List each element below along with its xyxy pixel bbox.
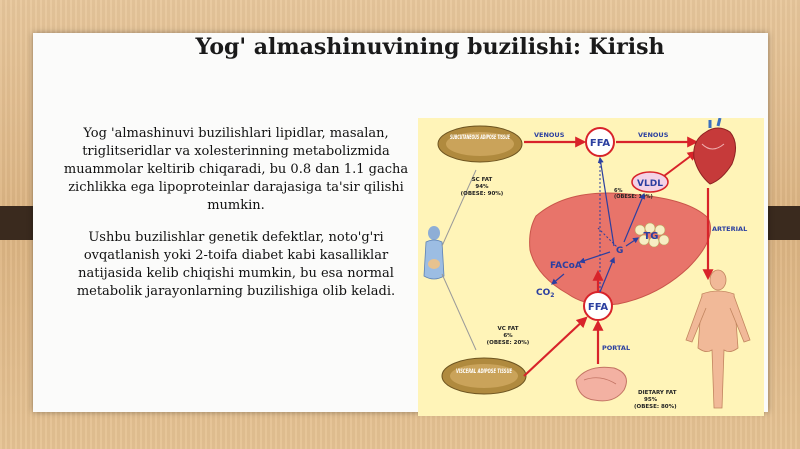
svg-text:FFA: FFA (590, 138, 611, 149)
body-text: Yog 'almashinuvi buzilishlari lipidlar, … (55, 125, 417, 315)
g-to-facoa-arrow (578, 251, 611, 264)
vldl-to-heart-arrow (663, 150, 698, 177)
dietary-fat-obese: (OBESE: 80%) (634, 404, 677, 410)
left-tab-decoration (0, 206, 36, 240)
right-tab-decoration (764, 206, 800, 240)
facoa-to-co2-arrow (551, 273, 565, 285)
ffa-bottom-node: FFA (583, 291, 613, 321)
sc-fat-obese: (OBESE: 90%) (461, 191, 504, 197)
fat-metabolism-diagram: SUBCUTANEOUS ADIPOSE TISSUE VISCERAL ADI… (418, 118, 764, 416)
venous-left-label: VENOUS (534, 131, 565, 139)
heart-icon (693, 118, 736, 185)
visceral-label: VISCERAL ADIPOSE TISSUE (456, 367, 512, 375)
tg-label: TG (643, 231, 658, 242)
svg-text:VLDL: VLDL (637, 179, 663, 189)
g-to-ffa-arrow (597, 156, 615, 247)
slide-title: Yog' almashinuvining buzilishi: Kirish (195, 34, 665, 60)
ffa-top-node: FFA (585, 127, 615, 157)
subcutaneous-tissue: SUBCUTANEOUS ADIPOSE TISSUE (437, 125, 523, 163)
small-pct-obese: (OBESE: 10%) (614, 194, 653, 200)
vc-fat-pct: 6% (503, 333, 513, 339)
svg-text:FFA: FFA (588, 302, 609, 313)
subcutaneous-label: SUBCUTANEOUS ADIPOSE TISSUE (450, 133, 510, 141)
dietary-fat-label: DIETARY FAT (638, 390, 677, 396)
small-pct: 6% (614, 188, 623, 194)
paragraph-1: Yog 'almashinuvi buzilishlari lipidlar, … (63, 126, 409, 213)
human-body-icon (685, 269, 751, 409)
vc-fat-obese: (OBESE: 20%) (487, 340, 530, 346)
visceral-to-ffa-arrow (523, 316, 588, 377)
sc-fat-label: SC FAT (472, 177, 493, 183)
g-to-vldl-arrow (623, 192, 645, 243)
facoa-label: FACoA (550, 261, 582, 271)
venous-right-label: VENOUS (638, 131, 669, 139)
portal-label: PORTAL (602, 344, 630, 352)
vldl-node: VLDL (631, 171, 669, 193)
sc-fat-pct: 94% (475, 184, 489, 190)
g-label: G (616, 246, 623, 256)
co2-label: CO2 (536, 288, 554, 299)
visceral-tissue: VISCERAL ADIPOSE TISSUE (441, 357, 527, 395)
dotted-path (597, 227, 619, 249)
intestine-icon (575, 366, 627, 402)
tg-deposits: TG (634, 222, 670, 248)
connector-line (441, 169, 477, 247)
vc-fat-label: VC FAT (498, 326, 519, 332)
small-body-icon (423, 226, 445, 280)
connector-line (441, 273, 477, 351)
paragraph-2: Ushbu buzilishlar genetik defektlar, not… (76, 230, 396, 299)
arterial-label: ARTERIAL (712, 225, 747, 233)
dietary-fat-pct: 95% (644, 397, 658, 403)
liver-shape (529, 192, 711, 306)
g-to-tg-arrow (625, 237, 639, 247)
ffa-to-g-arrow (599, 256, 615, 293)
